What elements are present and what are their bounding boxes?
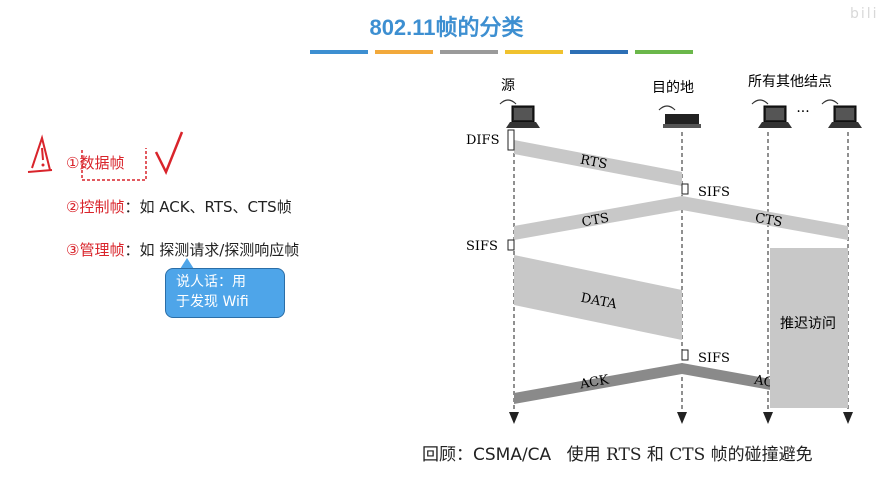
title-bar-orange bbox=[375, 50, 433, 54]
difs-label: DIFS bbox=[466, 133, 499, 148]
sifs-label-2: SIFS bbox=[466, 239, 498, 254]
item-data-frame-label: ①数据帧 bbox=[66, 154, 125, 172]
title-bar-gray bbox=[440, 50, 498, 54]
sifs-label-3: SIFS bbox=[698, 351, 730, 366]
callout-line1: 说人话：用 bbox=[176, 274, 246, 290]
laptop-icon bbox=[499, 99, 540, 128]
node-ellipsis: ··· bbox=[796, 104, 809, 120]
item-management-frame-label: ③管理帧 bbox=[66, 241, 125, 259]
annotation-marks bbox=[27, 131, 184, 181]
arrow-head bbox=[763, 412, 773, 424]
data-frame bbox=[514, 255, 682, 340]
cts-label-right: CTS bbox=[754, 211, 784, 231]
sifs-marker-source bbox=[507, 239, 515, 251]
caption-text: 使用 RTS 和 CTS 帧的碰撞避免 bbox=[566, 445, 813, 465]
arrow-head bbox=[677, 412, 687, 424]
cts-label-left: CTS bbox=[581, 211, 611, 231]
defer-access-region bbox=[770, 248, 848, 408]
title-bar-navy bbox=[570, 50, 628, 54]
arrow-head bbox=[843, 412, 853, 424]
item-management-frame: ③管理帧：如 探测请求/探测响应帧 bbox=[66, 239, 299, 260]
arrow-head bbox=[509, 412, 519, 424]
callout-note: 说人话：用 于发现 Wifi bbox=[165, 268, 285, 318]
laptop-icon bbox=[751, 99, 792, 128]
callout-line2: 于发现 Wifi bbox=[176, 294, 249, 310]
cts-frame bbox=[514, 196, 682, 240]
cts-frame-others bbox=[682, 196, 848, 240]
node-dest-label: 目的地 bbox=[652, 80, 694, 96]
rts-frame bbox=[514, 140, 682, 186]
sifs-marker-dest-2 bbox=[681, 349, 689, 361]
item-control-frame-text: ：如 ACK、RTS、CTS帧 bbox=[124, 198, 292, 216]
access-point-icon bbox=[658, 105, 701, 128]
sifs-label-1: SIFS bbox=[698, 185, 730, 200]
ack-frame bbox=[514, 363, 682, 404]
page-title: 802.11帧的分类 bbox=[369, 15, 524, 40]
watermark: bili bbox=[850, 6, 879, 22]
title-bar-blue bbox=[310, 50, 368, 54]
title-bar-green bbox=[635, 50, 693, 54]
title-bar-yellow bbox=[505, 50, 563, 54]
caption: 回顾：CSMA/CA 使用 RTS 和 CTS 帧的碰撞避免 bbox=[422, 440, 813, 465]
item-control-frame-label: ②控制帧 bbox=[66, 198, 125, 216]
item-control-frame: ②控制帧：如 ACK、RTS、CTS帧 bbox=[66, 196, 292, 217]
data-label: DATA bbox=[579, 291, 618, 313]
item-data-frame: ①数据帧 bbox=[66, 152, 124, 173]
laptop-icon bbox=[821, 99, 862, 128]
difs-marker bbox=[507, 129, 515, 151]
defer-access-label: 推迟访问 bbox=[780, 316, 836, 332]
sifs-marker-dest-1 bbox=[681, 183, 689, 195]
node-others-label: 所有其他结点 bbox=[748, 74, 832, 90]
rts-label: RTS bbox=[579, 153, 609, 173]
node-source-label: 源 bbox=[501, 78, 515, 94]
callout-tail bbox=[180, 258, 194, 269]
ack-label-left: ACK bbox=[578, 373, 610, 393]
item-management-frame-text: ：如 探测请求/探测响应帧 bbox=[124, 241, 300, 259]
caption-prefix: 回顾：CSMA/CA bbox=[422, 445, 552, 465]
